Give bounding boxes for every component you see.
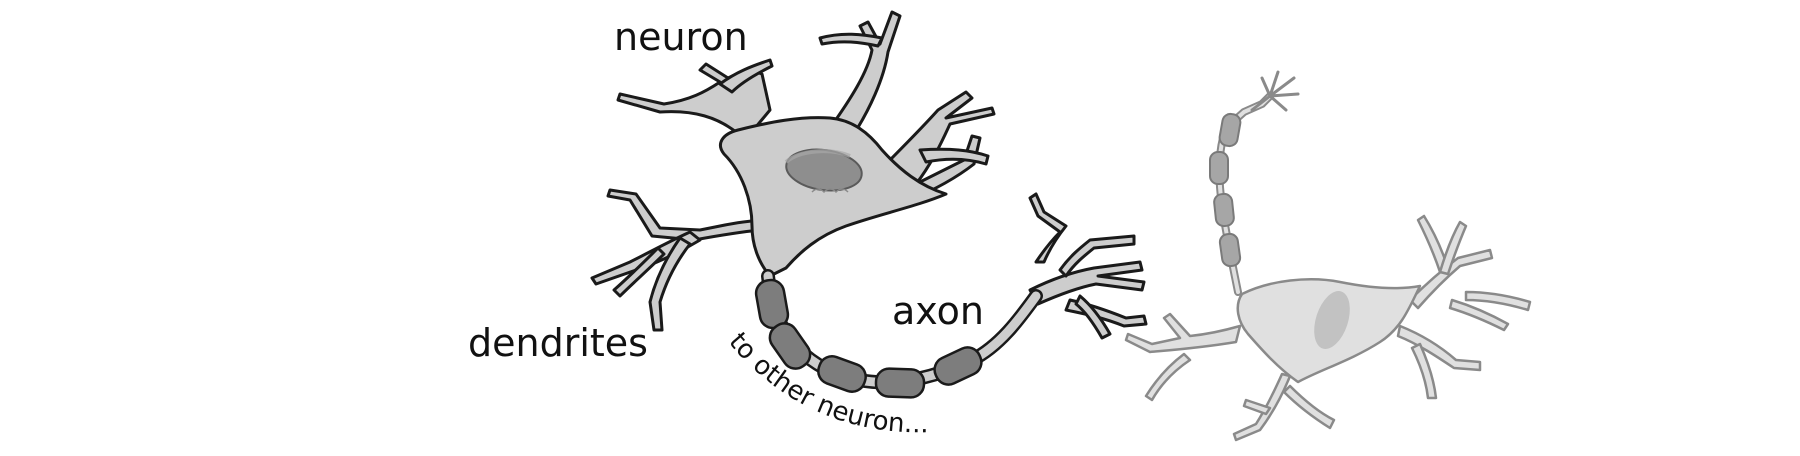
dendrites [590,10,1148,340]
other-neuron [1124,70,1532,442]
myelin-segment [874,367,926,399]
myelin-segment [768,322,812,370]
dendrites-label: dendrites [468,321,648,365]
nucleus-shading [784,149,851,164]
cell-texture [811,188,849,194]
neuron-label: neuron [614,15,748,59]
myelin-segment [817,355,867,393]
myelin-segment [933,346,983,386]
myelin-sheath [754,278,983,399]
main-neuron [590,10,1148,399]
axon-label: axon [892,289,984,333]
cell-body [719,116,948,278]
